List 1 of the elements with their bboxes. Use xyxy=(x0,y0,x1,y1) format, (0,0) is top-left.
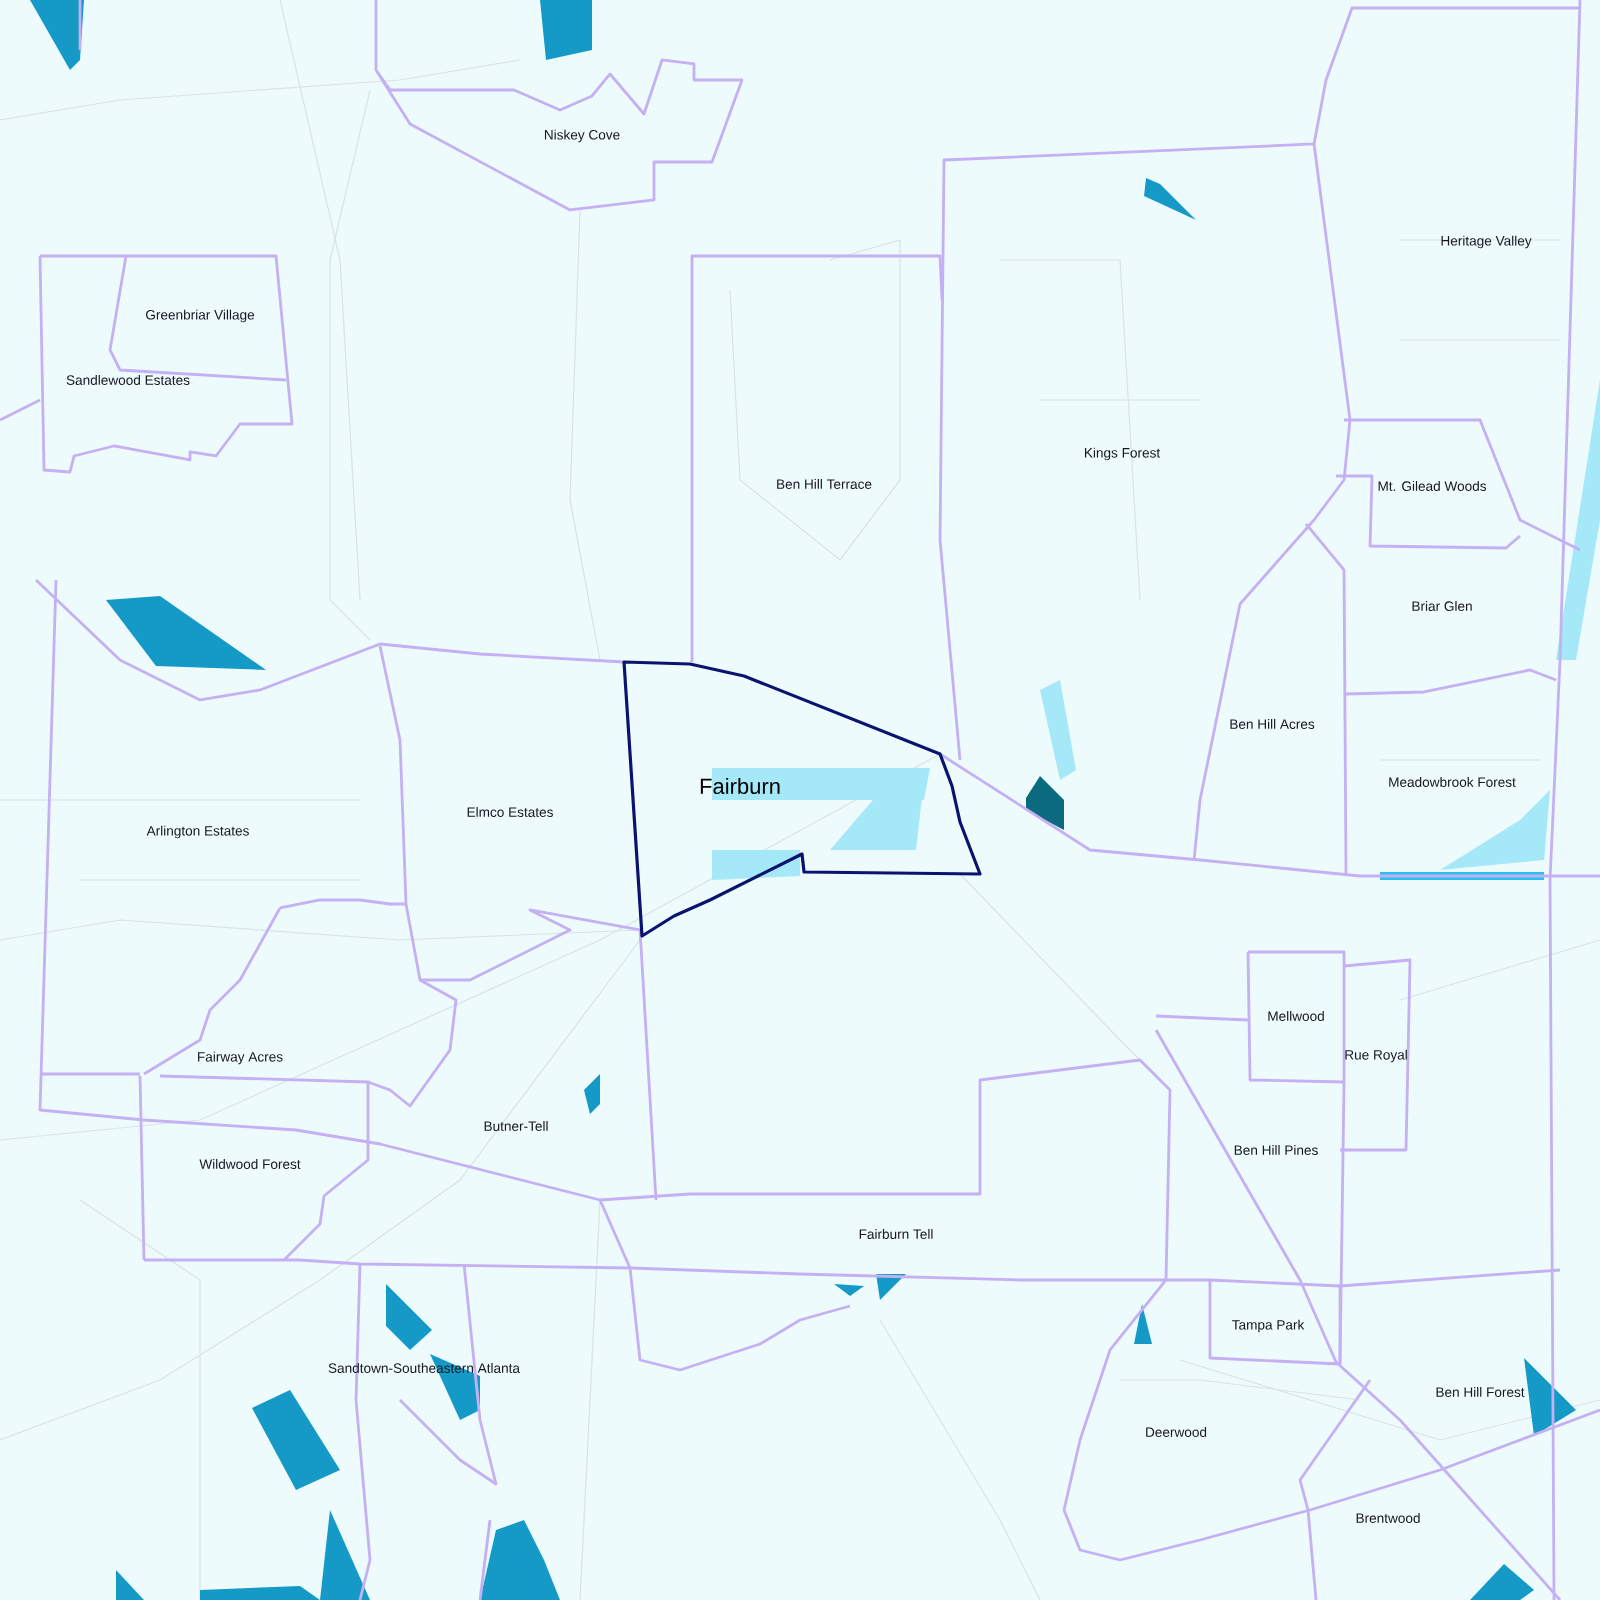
highlighted-area: Fairburn xyxy=(622,660,982,938)
